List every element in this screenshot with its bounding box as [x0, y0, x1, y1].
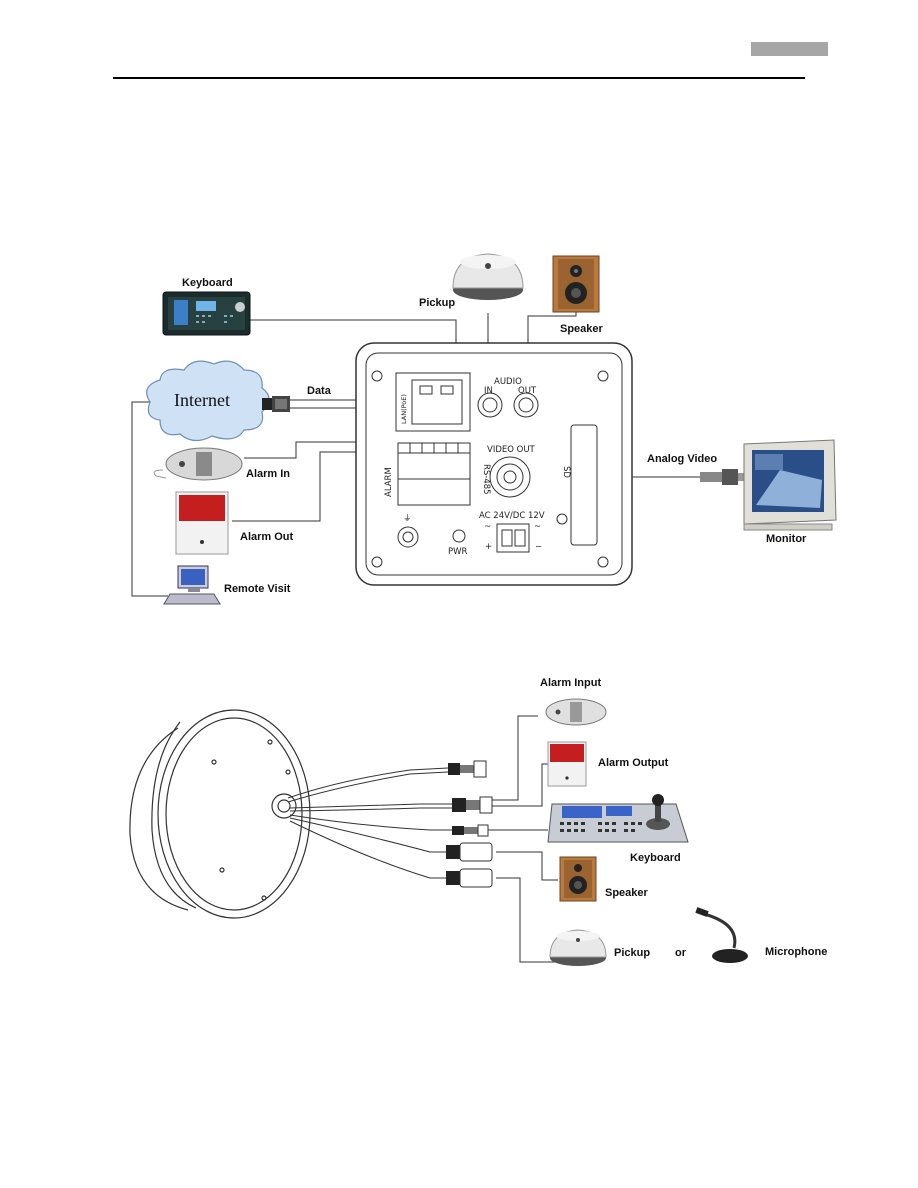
diagram-dome-camera: Alarm Input Alarm Output Keyb: [129, 677, 827, 966]
alarm-terminal-label: ALARM: [384, 467, 394, 497]
keyboard-label: Keyboard: [182, 277, 233, 289]
internet-cloud-icon: [146, 360, 270, 442]
monitor-label: Monitor: [766, 533, 807, 545]
bnc-connector-icon: [700, 469, 750, 485]
power-tilde-left: ~: [484, 522, 491, 532]
microphone-device-icon: [695, 907, 748, 963]
pwr-led-label: PWR: [448, 547, 468, 557]
speaker-label: Speaker: [560, 323, 604, 335]
pickup-device-icon: [452, 253, 524, 300]
keyboard-label-2: Keyboard: [630, 852, 681, 864]
alarm-out-label: Alarm Out: [240, 531, 294, 543]
diagram-box-camera: Keyboard Pickup Speaker Internet: [131, 253, 837, 605]
or-label: or: [675, 947, 687, 959]
audio-in-label: IN: [484, 386, 493, 396]
alarm-out-siren-icon: [175, 491, 229, 555]
power-rating-label: AC 24V/DC 12V: [479, 511, 545, 521]
cable-connectors: [446, 760, 493, 888]
analog-video-label: Analog Video: [647, 453, 717, 465]
keyboard-device-icon: [162, 291, 251, 336]
power-tilde-right: ~: [534, 522, 541, 532]
speaker-device-icon: [552, 255, 600, 313]
alarm-output-label: Alarm Output: [598, 757, 669, 769]
header-rule: [113, 77, 805, 79]
speaker-label-2: Speaker: [605, 887, 649, 899]
speaker-device-icon-2: [559, 856, 597, 902]
camera-rear-panel: LAN(PoE) AUDIO IN OUT ALARM RS-485 VIDEO…: [355, 342, 633, 586]
alarm-output-siren-icon: [547, 741, 587, 787]
internet-label: Internet: [174, 390, 230, 410]
audio-label: AUDIO: [494, 377, 522, 387]
power-plus-label: +: [485, 542, 492, 552]
page-header-tag: [751, 42, 828, 56]
remote-visit-label: Remote Visit: [224, 583, 291, 595]
alarm-in-sensor-icon: [153, 447, 243, 481]
remote-visit-computer-icon: [163, 565, 221, 605]
pickup-label: Pickup: [419, 297, 455, 309]
video-out-label: VIDEO OUT: [487, 445, 536, 455]
pickup-label-2: Pickup: [614, 947, 650, 959]
pickup-device-icon-2: [549, 929, 607, 966]
alarm-in-label: Alarm In: [246, 468, 290, 480]
lan-port-label: LAN(PoE): [400, 394, 408, 424]
cable-harness: [287, 715, 558, 963]
ground-symbol: ⏚: [403, 514, 412, 524]
power-minus-label: −: [535, 542, 542, 552]
microphone-label: Microphone: [765, 946, 827, 958]
alarm-input-sensor-icon: [545, 698, 607, 726]
audio-out-label: OUT: [518, 386, 537, 396]
keyboard-controller-icon: [547, 794, 689, 843]
monitor-device-icon: [743, 439, 837, 531]
rs485-terminal-label: RS-485: [481, 464, 491, 495]
dome-camera-body: [129, 709, 311, 919]
alarm-input-label: Alarm Input: [540, 677, 601, 689]
sd-slot-label: SD: [561, 466, 571, 478]
rj45-plug-icon: [262, 396, 290, 412]
data-label: Data: [307, 385, 332, 397]
